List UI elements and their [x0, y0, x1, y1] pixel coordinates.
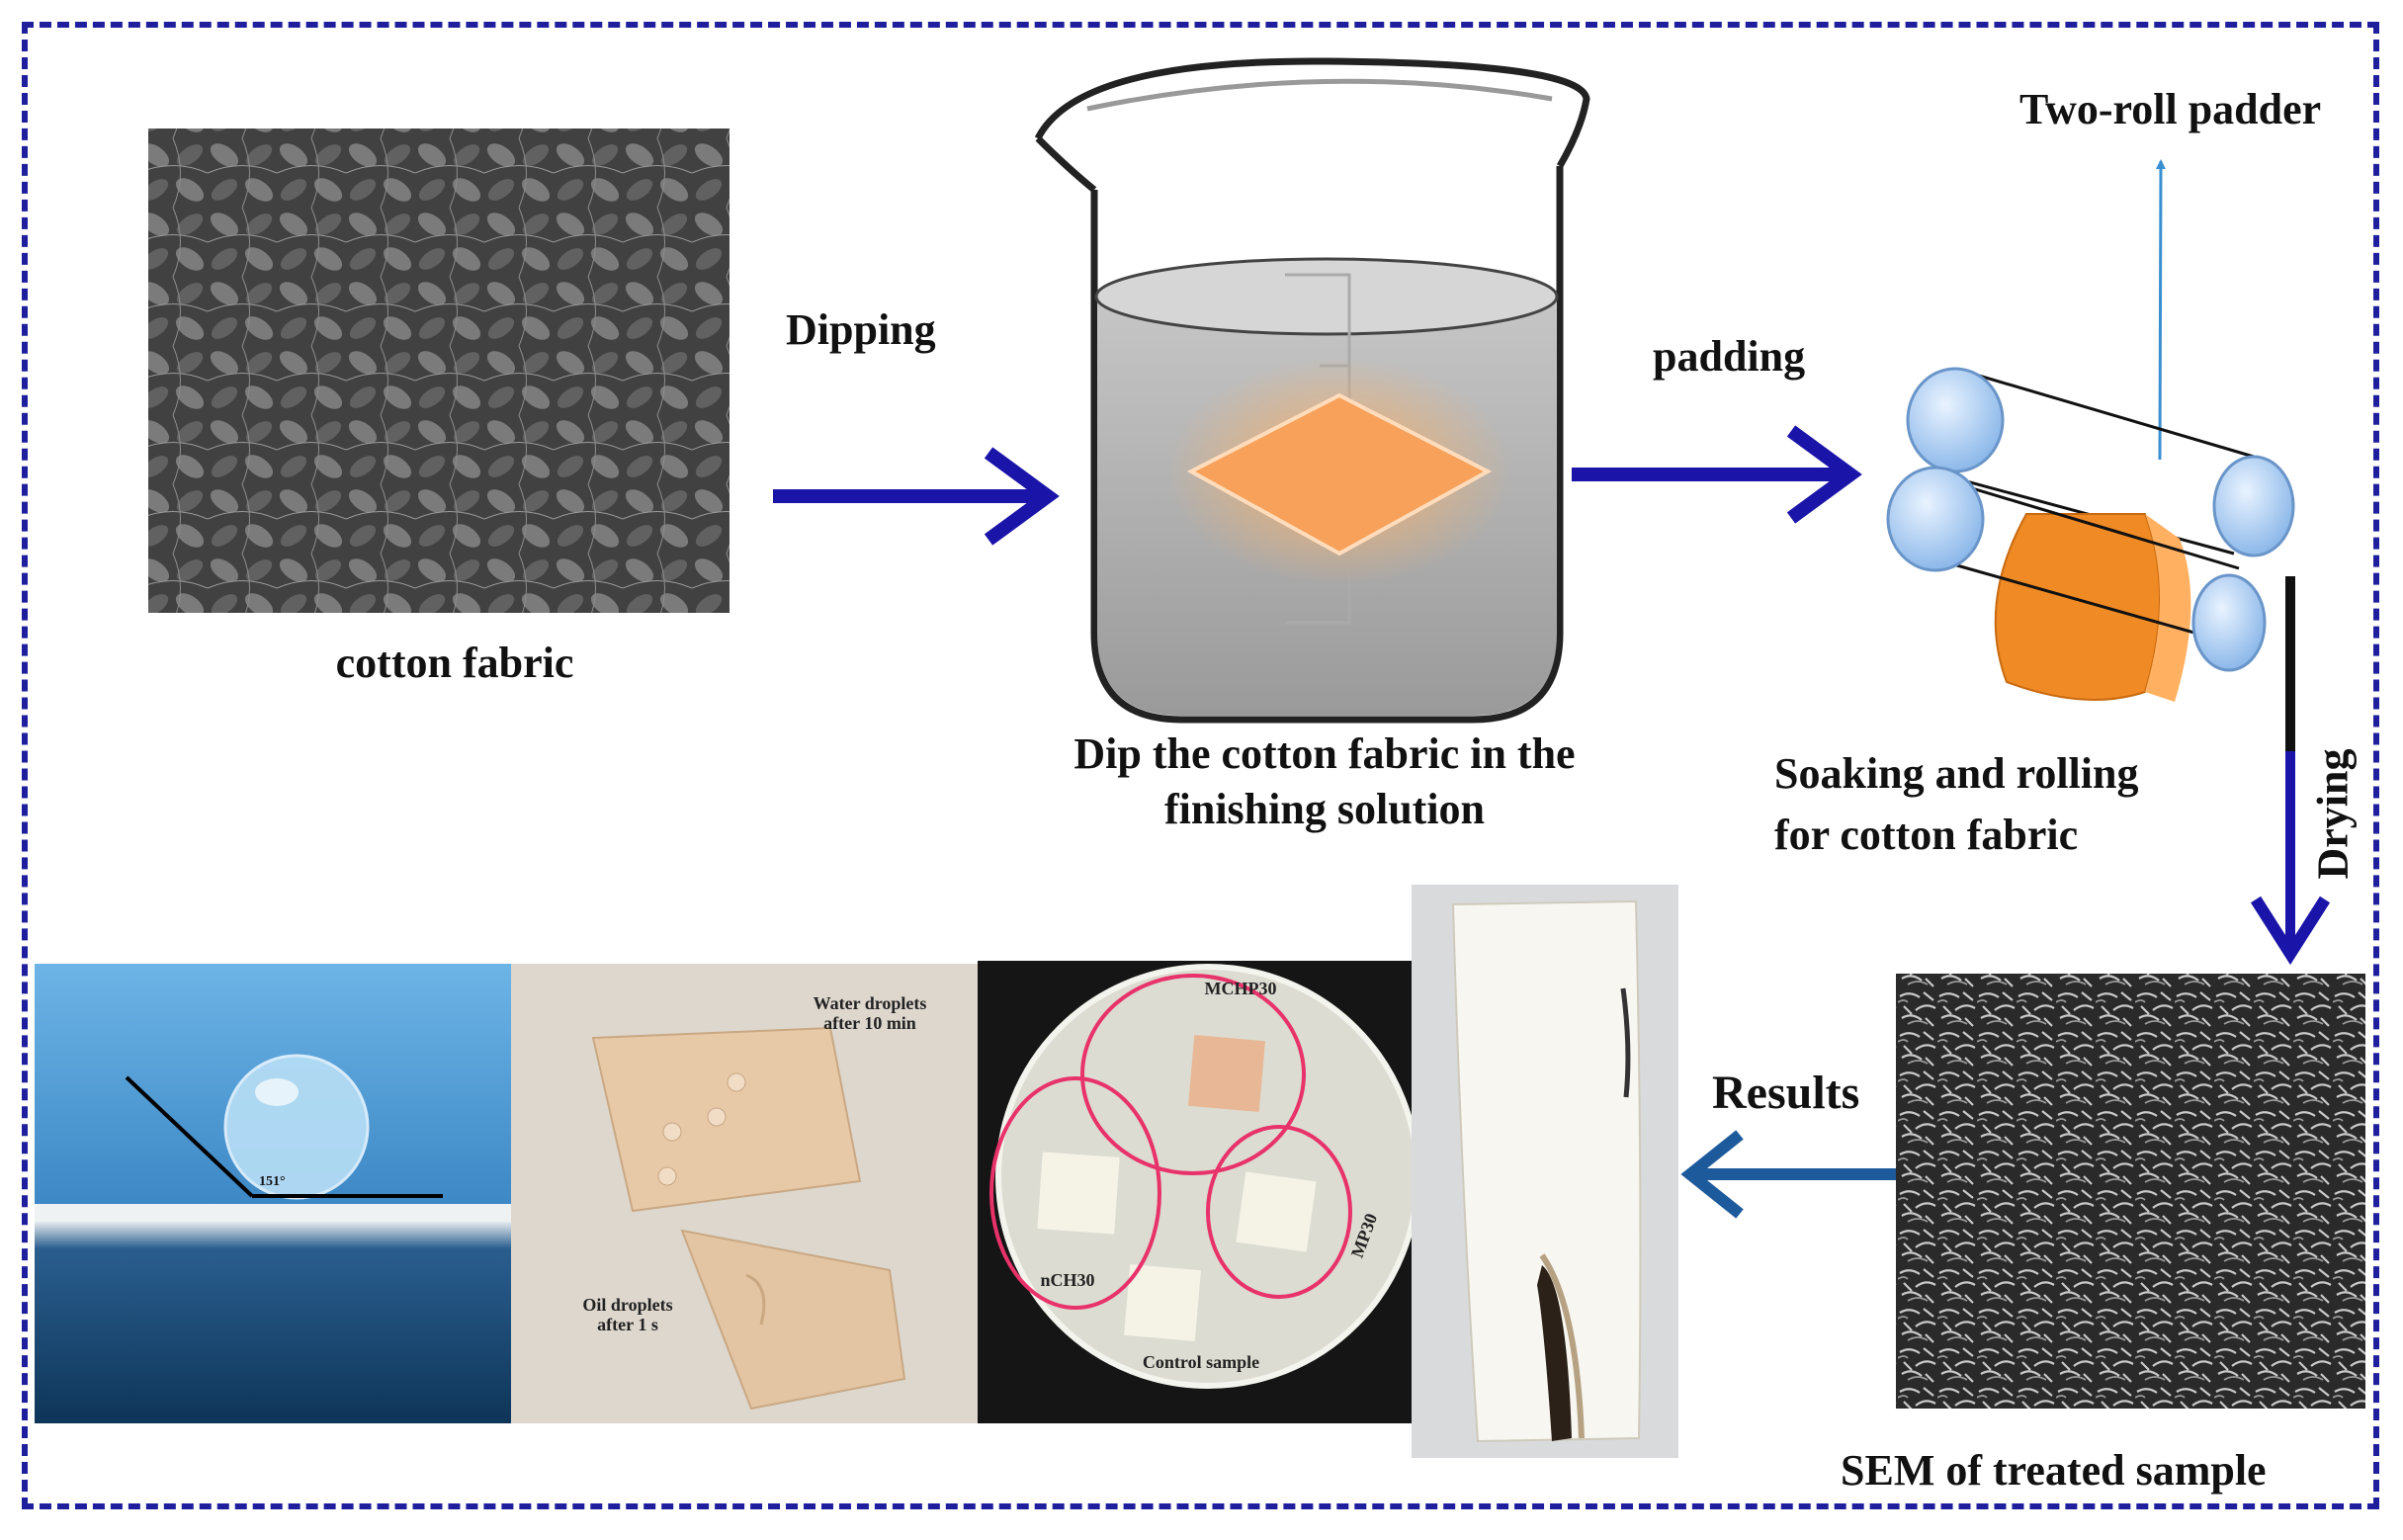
contact-angle-photo [35, 964, 511, 1423]
dip-caption-line-2: finishing solution [1163, 785, 1486, 833]
burn-test-photo [1412, 885, 1678, 1458]
padder-label: Two-roll padder [2019, 85, 2322, 133]
soaking-line-2: for cotton fabric [1774, 811, 2079, 859]
fabric-swatch [1186, 392, 1493, 556]
petri-dish-photo [978, 961, 1444, 1423]
nch30-label: nCH30 [1040, 1270, 1095, 1290]
contact-angle-value: 151° [259, 1174, 286, 1189]
sem-label: SEM of treated sample [1841, 1446, 2267, 1495]
drying-arrow [2250, 576, 2331, 966]
dashed-frame [22, 22, 2379, 1509]
droplets-photo [511, 964, 978, 1423]
water-droplets-line-2: after 10 min [823, 1013, 916, 1033]
soaking-line-1: Soaking and rolling [1774, 749, 2139, 798]
padding-arrow [1572, 425, 1862, 524]
oil-droplets-line-2: after 1 s [597, 1315, 658, 1334]
cotton-fabric-label: cotton fabric [335, 639, 574, 687]
dipping-arrow [773, 447, 1060, 546]
oil-droplets-label: Oil droplets after 1 s [549, 1295, 707, 1334]
control-sample-label: Control sample [1142, 1352, 1260, 1372]
beaker [1034, 57, 1590, 724]
sem-image [1896, 974, 2365, 1409]
results-arrow [1680, 1130, 1896, 1219]
drying-label: Drying [2308, 748, 2358, 880]
two-roll-padder [1886, 159, 2295, 702]
cotton-fabric-photo [148, 128, 729, 613]
dip-caption-line-1: Dip the cotton fabric in the [1073, 729, 1576, 778]
padding-label: padding [1653, 332, 1806, 381]
water-droplets-label: Water droplets after 10 min [771, 993, 969, 1033]
dipping-label: Dipping [786, 305, 936, 354]
oil-droplets-line-1: Oil droplets [582, 1295, 673, 1315]
dip-caption: Dip the cotton fabric in the finishing s… [1008, 727, 1641, 837]
soaking-caption: Soaking and rolling for cotton fabric [1774, 743, 2138, 866]
water-droplets-line-1: Water droplets [813, 993, 927, 1013]
mchp30-label: MCHP30 [1204, 979, 1277, 998]
results-label: Results [1712, 1067, 1860, 1119]
